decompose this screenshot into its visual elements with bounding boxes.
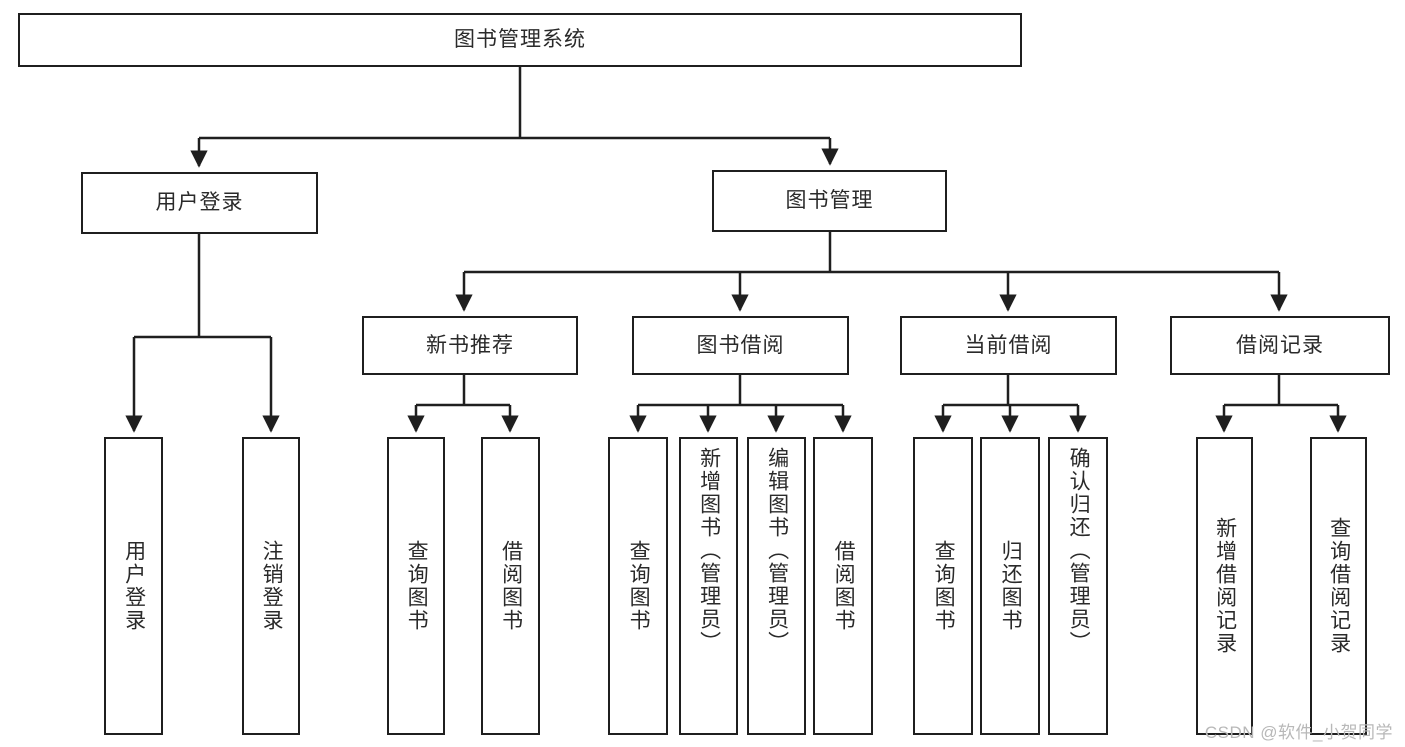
node-leaf-borrow-book-recommend[interactable]: 借阅图书 — [481, 437, 540, 735]
node-leaf-query-book-borrow[interactable]: 查询图书 — [608, 437, 668, 735]
node-book-borrow-label: 图书借阅 — [696, 333, 785, 357]
node-current-borrow[interactable]: 当前借阅 — [900, 316, 1117, 375]
node-leaf-borrow-book-label: 借阅图书 — [832, 540, 856, 632]
node-user-login[interactable]: 用户登录 — [81, 172, 318, 234]
node-leaf-add-book-admin-label: 新增图书（管理员） — [697, 447, 721, 654]
node-leaf-query-book-current[interactable]: 查询图书 — [913, 437, 973, 735]
node-new-book-recommend-label: 新书推荐 — [426, 333, 514, 357]
node-book-management-label: 图书管理 — [785, 189, 874, 213]
node-leaf-confirm-return-admin-label: 确认归还（管理员） — [1067, 447, 1091, 654]
edge-userlogin-to-leaves — [125, 234, 280, 433]
node-leaf-edit-book-admin[interactable]: 编辑图书（管理员） — [747, 437, 806, 735]
node-leaf-logout[interactable]: 注销登录 — [242, 437, 300, 735]
edge-bookmgmt-to-level3 — [455, 232, 1288, 312]
node-leaf-query-book-current-label: 查询图书 — [932, 540, 956, 632]
node-leaf-borrow-book[interactable]: 借阅图书 — [813, 437, 873, 735]
node-leaf-edit-book-admin-label: 编辑图书（管理员） — [765, 447, 789, 654]
watermark-text: CSDN @软件_小贺同学 — [1204, 723, 1393, 742]
node-leaf-query-borrow-record[interactable]: 查询借阅记录 — [1310, 437, 1367, 735]
node-book-borrow[interactable]: 图书借阅 — [632, 316, 849, 375]
node-new-book-recommend[interactable]: 新书推荐 — [362, 316, 578, 375]
node-root-label: 图书管理系统 — [454, 28, 586, 52]
node-leaf-confirm-return-admin[interactable]: 确认归还（管理员） — [1048, 437, 1108, 735]
node-leaf-add-book-admin[interactable]: 新增图书（管理员） — [679, 437, 738, 735]
node-leaf-return-book[interactable]: 归还图书 — [980, 437, 1040, 735]
edge-bookborrow-to-leaves — [629, 375, 852, 433]
node-leaf-query-book-borrow-label: 查询图书 — [627, 540, 651, 632]
node-leaf-query-borrow-record-label: 查询借阅记录 — [1327, 517, 1351, 655]
node-leaf-query-book-recommend-label: 查询图书 — [405, 540, 429, 632]
node-current-borrow-label: 当前借阅 — [964, 333, 1053, 357]
node-leaf-borrow-book-recommend-label: 借阅图书 — [499, 540, 523, 632]
node-root-system[interactable]: 图书管理系统 — [18, 13, 1022, 67]
node-leaf-query-book-recommend[interactable]: 查询图书 — [387, 437, 445, 735]
node-book-management[interactable]: 图书管理 — [712, 170, 947, 232]
node-user-login-label: 用户登录 — [155, 191, 244, 215]
edge-root-to-level2 — [190, 67, 839, 168]
node-leaf-add-borrow-record-label: 新增借阅记录 — [1213, 517, 1237, 655]
node-leaf-return-book-label: 归还图书 — [999, 540, 1023, 632]
edge-currentborrow-to-leaves — [934, 375, 1087, 433]
node-borrow-record[interactable]: 借阅记录 — [1170, 316, 1390, 375]
edge-newbook-to-leaves — [407, 375, 519, 433]
node-leaf-user-login-label: 用户登录 — [122, 540, 146, 632]
node-borrow-record-label: 借阅记录 — [1236, 333, 1324, 357]
node-leaf-user-login[interactable]: 用户登录 — [104, 437, 163, 735]
node-leaf-add-borrow-record[interactable]: 新增借阅记录 — [1196, 437, 1253, 735]
node-leaf-logout-label: 注销登录 — [260, 540, 284, 632]
edge-borrowrecord-to-leaves — [1215, 375, 1347, 433]
